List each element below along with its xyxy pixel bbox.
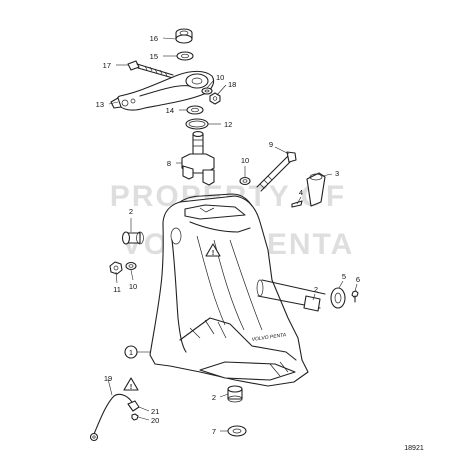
callout-label: 12: [224, 120, 232, 129]
part-screw-6: [351, 290, 359, 303]
part-washer-10-mid: [239, 176, 251, 186]
callout-label: 10: [216, 73, 224, 82]
part-pin-3: [306, 172, 326, 207]
part-ground-wire-19: [89, 393, 133, 442]
callout-label: 16: [150, 34, 158, 43]
callout-label: 17: [103, 61, 111, 70]
callout-label: 2: [129, 207, 133, 216]
housing-warning-mark: !: [212, 250, 214, 257]
callout-label: 5: [342, 272, 346, 281]
callout-label: 7: [212, 427, 216, 436]
callout-label: 21: [151, 407, 159, 416]
part-cover-5: [330, 287, 346, 309]
part-housing-1: VOLVO PENTA: [149, 193, 309, 387]
part-terminal-21: [127, 400, 140, 412]
callout-label: 14: [166, 106, 174, 115]
callout-label: 10: [129, 282, 137, 291]
housing-marking: VOLVO PENTA: [251, 332, 287, 343]
part-nut-11: [109, 261, 123, 275]
callout-label: 2: [212, 393, 216, 402]
callout-label: 1: [129, 348, 133, 357]
callout-label: 19: [104, 374, 112, 383]
callout-circle: [124, 345, 138, 359]
part-bolt-17: [127, 60, 174, 79]
part-clip-4: [291, 200, 303, 208]
callout-label: 18: [228, 80, 236, 89]
callout-label: 11: [113, 285, 121, 294]
part-o-ring-12: [185, 118, 209, 130]
part-bushing-2-bottom: [227, 385, 243, 403]
part-bushing-2-left: [121, 231, 144, 245]
leader-lines: [107, 37, 358, 432]
callout-label: 2: [314, 285, 318, 294]
part-washer-10-low: [125, 261, 137, 271]
callout-labels: 16 15 17 10 18 13 14 12 8 10 9 3 4 2 11 …: [96, 34, 360, 436]
housing-warning-symbol: !: [205, 243, 221, 257]
part-steering-arm-13: [110, 70, 215, 111]
callout-label: 10: [241, 156, 249, 165]
callout-label: 3: [335, 169, 339, 178]
callout-label: 13: [96, 100, 104, 109]
part-screw-20: [131, 413, 139, 421]
part-washer-7: [227, 425, 247, 437]
part-washer-14: [186, 105, 204, 115]
part-bolt-9: [256, 151, 297, 192]
callout-label: 9: [269, 140, 273, 149]
callout-label: 15: [150, 52, 158, 61]
diagram-reference-number: 18921: [404, 445, 424, 452]
callout-label: 8: [167, 159, 171, 168]
part-washer-10-top: [201, 87, 213, 95]
callout-label: 4: [299, 188, 303, 197]
part-nut-18: [209, 92, 221, 105]
callout-label: 20: [151, 416, 159, 425]
part-nut-16: [175, 28, 193, 44]
part-washer-15: [176, 51, 194, 61]
wire-warning-symbol: !: [123, 377, 139, 391]
part-tube-2-right: [256, 279, 326, 312]
wire-warning-mark: !: [130, 384, 132, 391]
callout-label: 6: [356, 275, 360, 284]
part-steering-shaft-8: [181, 131, 215, 186]
